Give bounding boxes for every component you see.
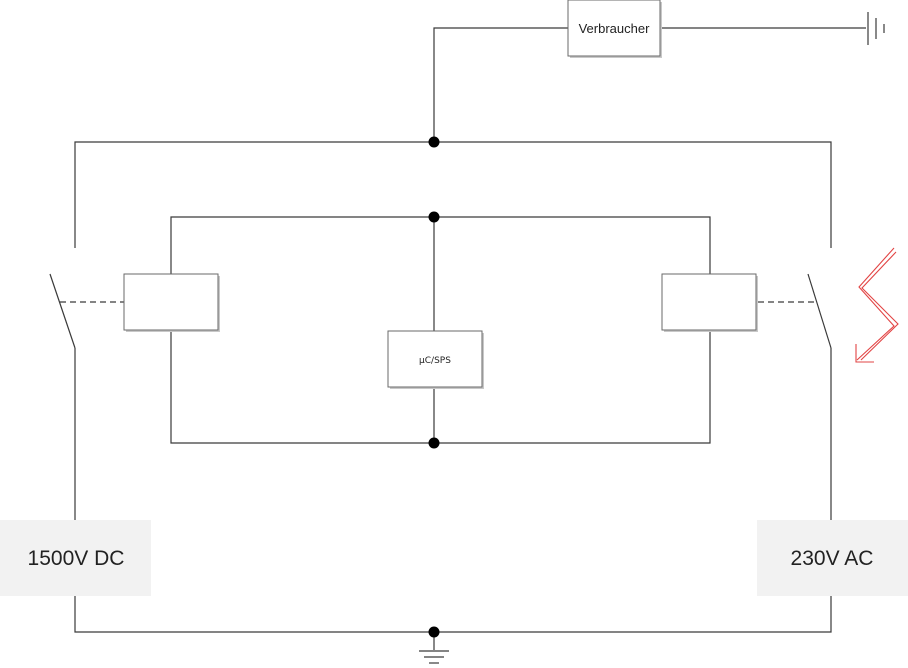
lightning-arrow-icon: [855, 247, 899, 363]
load-box: Verbraucher: [567, 0, 662, 58]
junction-node: [428, 437, 440, 449]
junction-node: [428, 211, 440, 223]
load-label: Verbraucher: [579, 21, 650, 36]
controller-label: µC/SPS: [419, 356, 451, 366]
outer-loop: [74, 141, 832, 633]
load-branch: [433, 27, 866, 142]
ac-source-box: 230V AC: [757, 520, 908, 596]
left-relay-box: [123, 273, 220, 332]
left-switch-icon: [49, 273, 124, 349]
dc-source-label: 1500V DC: [28, 547, 125, 570]
right-switch-icon: [758, 273, 832, 349]
junction-node: [428, 626, 440, 638]
junction-node: [428, 136, 440, 148]
dc-source-box: 1500V DC: [0, 520, 151, 596]
ground-symbol-icon: [867, 12, 885, 45]
ac-source-label: 230V AC: [791, 547, 874, 570]
control-loop: [170, 216, 711, 444]
controller-box: µC/SPS: [387, 330, 484, 389]
right-relay-box: [661, 273, 758, 332]
junction-nodes: [428, 136, 440, 638]
